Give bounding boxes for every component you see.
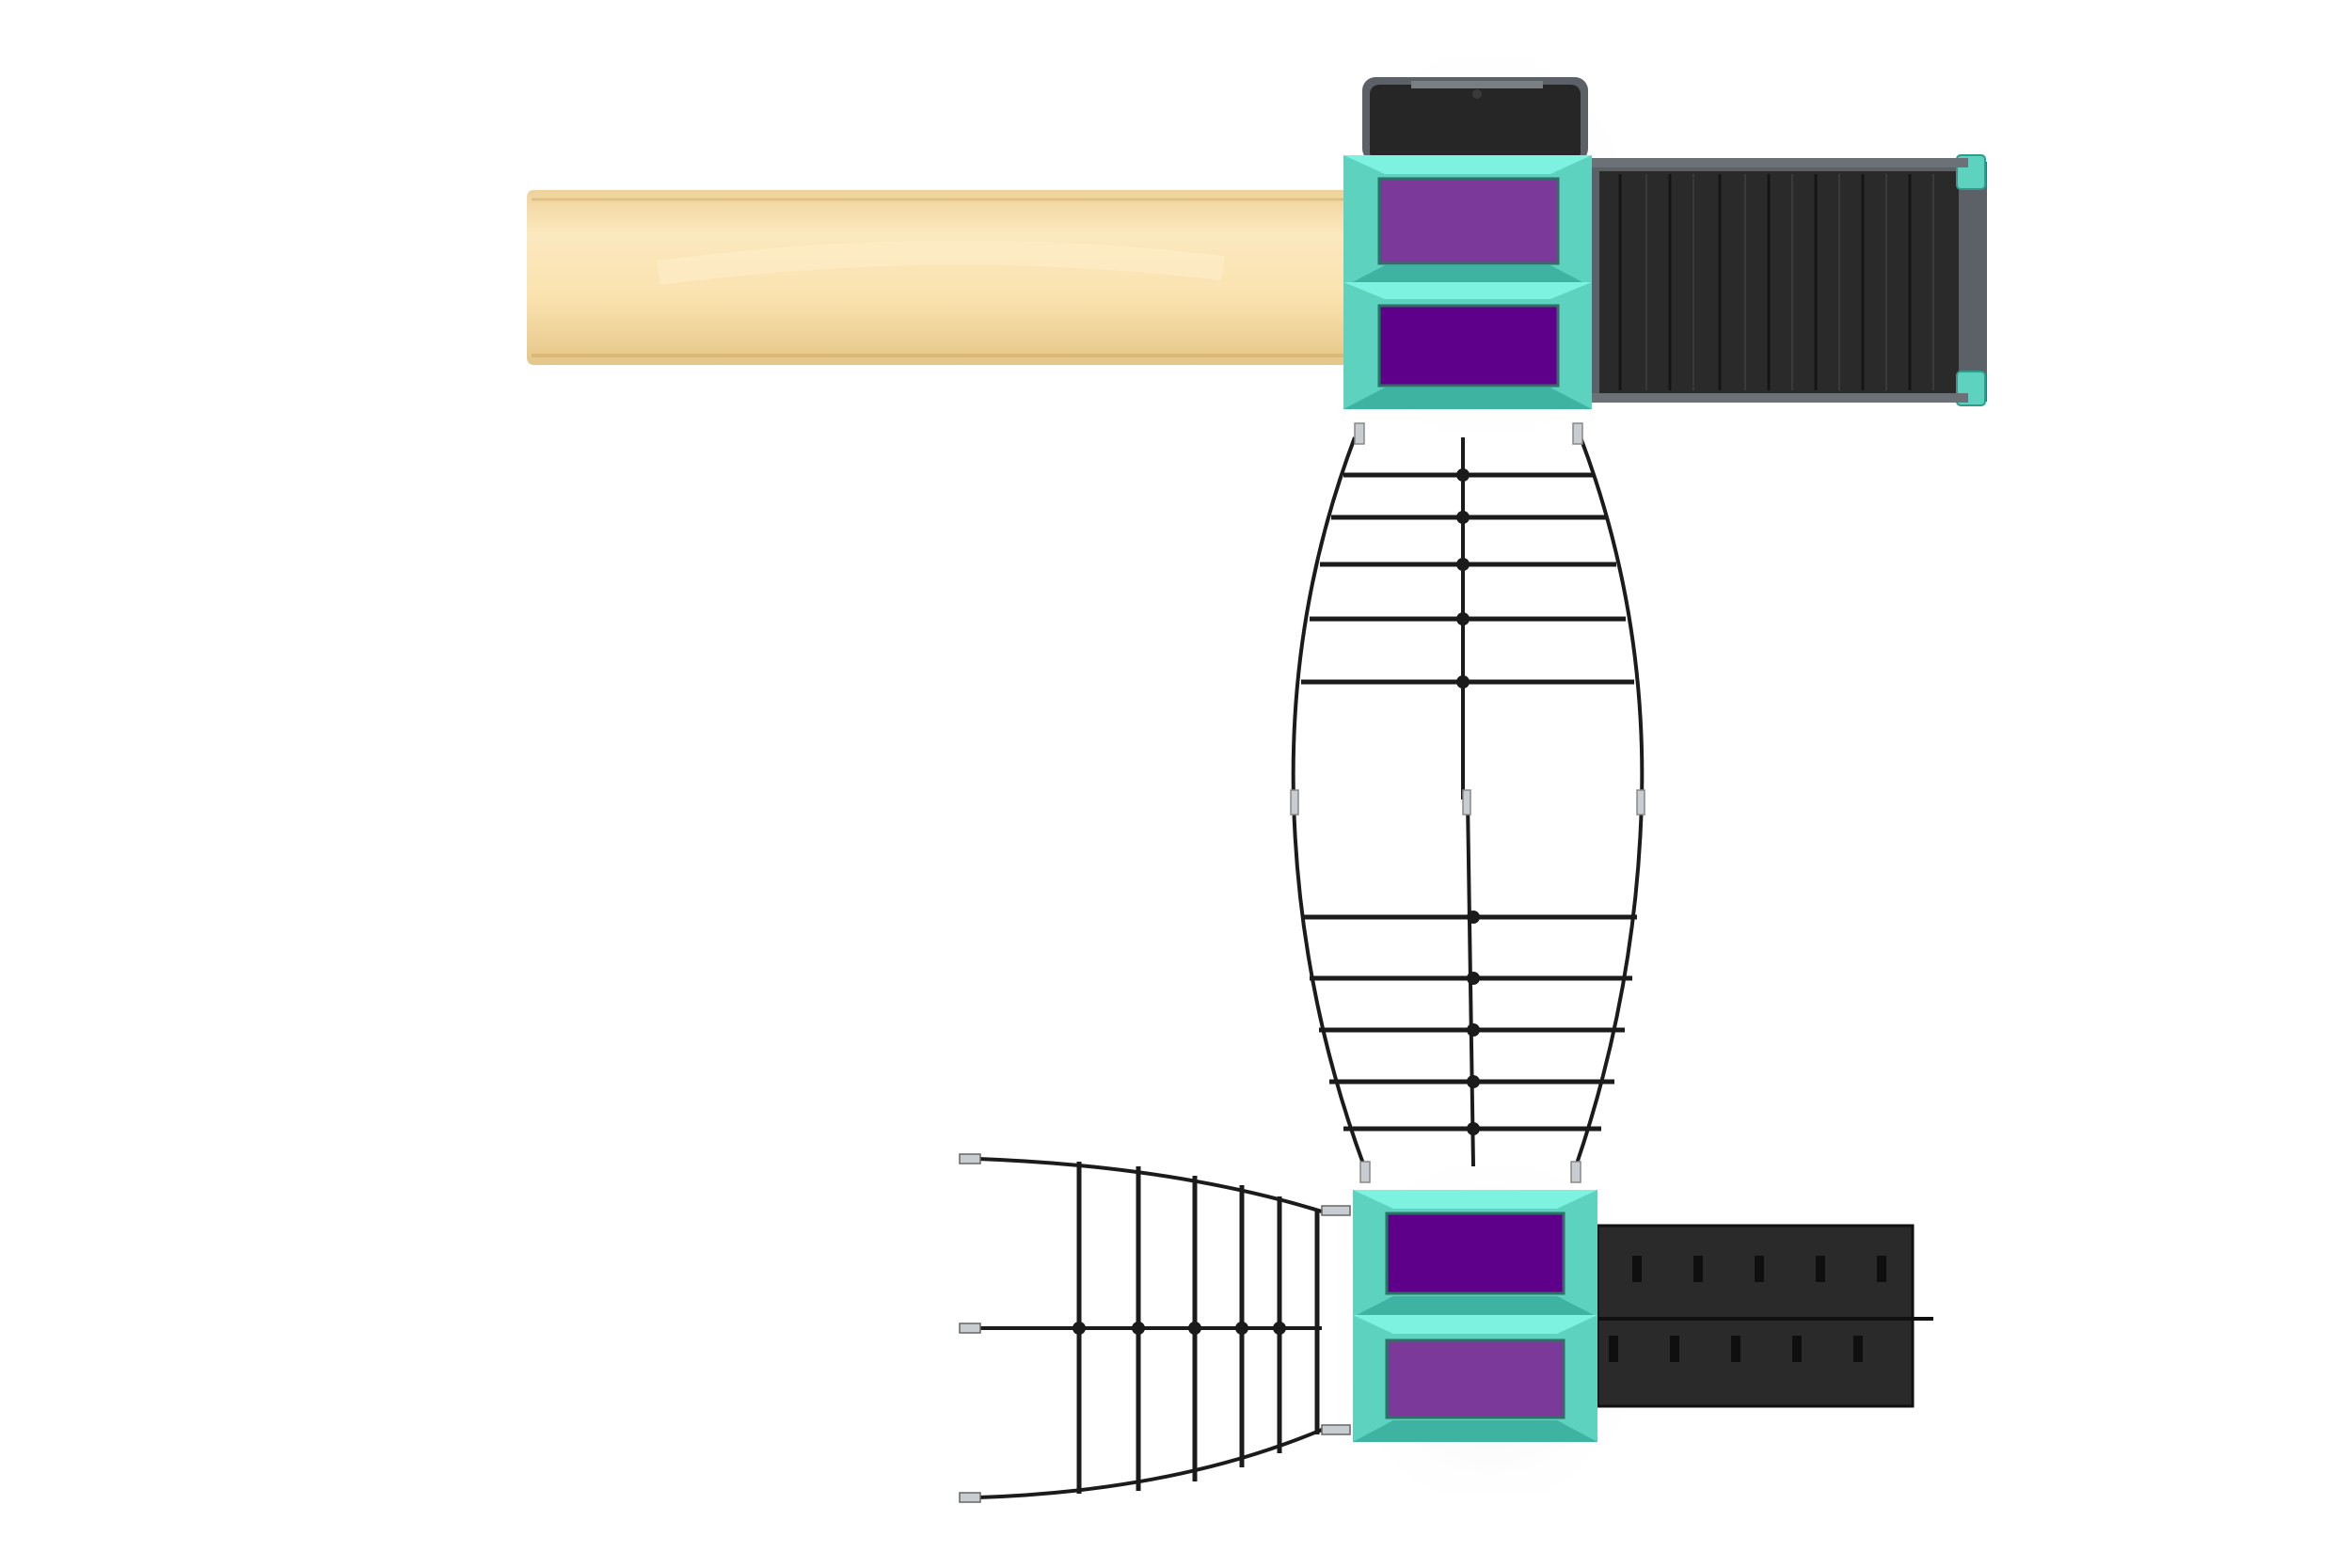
rope-bridge-connectors [1290,422,1645,1183]
rock-wall-top [1592,154,1987,406]
climbing-wall-bottom [1596,1224,1933,1408]
top-deck-lower [1343,282,1592,409]
bottom-deck-lower [1353,1315,1597,1442]
cargo-net-knots [1073,1322,1286,1335]
bottom-deck-upper [1353,1190,1597,1317]
tube-slide [527,190,1353,365]
rope-bridge-knots [1456,468,1480,1135]
cargo-net-anchors [959,1153,1351,1503]
top-deck-upper [1343,155,1592,287]
cargo-net [977,1157,1323,1499]
top-back-panel [1362,77,1588,162]
